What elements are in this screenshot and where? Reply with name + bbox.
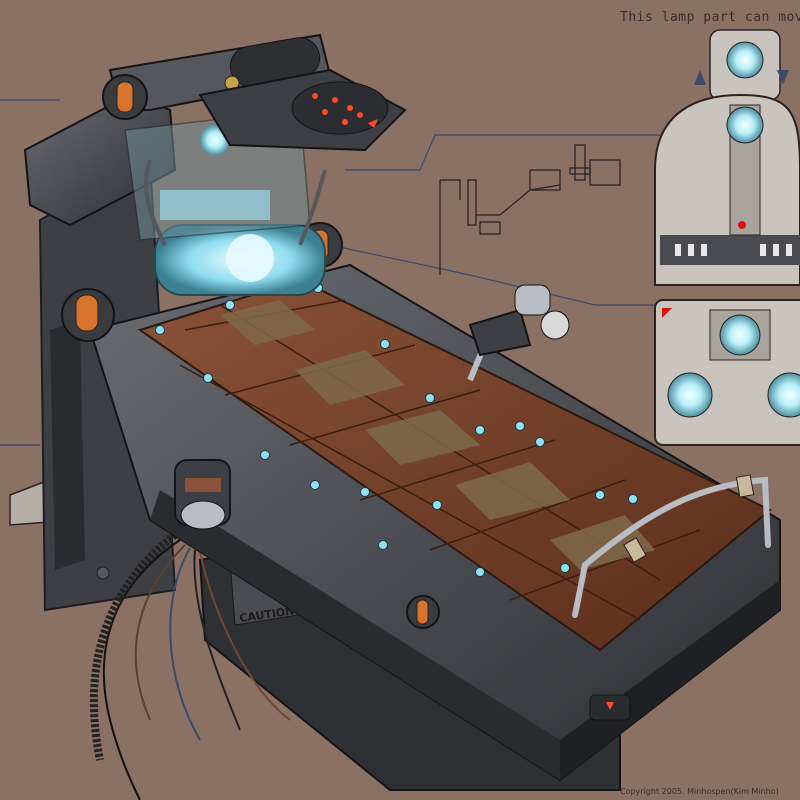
lamp-note-annotation: This lamp part can move l [620,10,800,25]
lamp-hinge-sketch [439,144,621,275]
mattress-panels [220,300,655,570]
lamp-indicator-lights [312,93,363,125]
cables [102,539,291,800]
wrist-strap [174,459,231,530]
mattress-rivets [155,283,638,577]
light-panel-diagram [654,299,800,446]
copyright-text: Copyright 2005. Minhospen(Kim Minho) [620,787,779,796]
control-post [467,284,570,382]
lamp-diagram-top [654,29,800,286]
